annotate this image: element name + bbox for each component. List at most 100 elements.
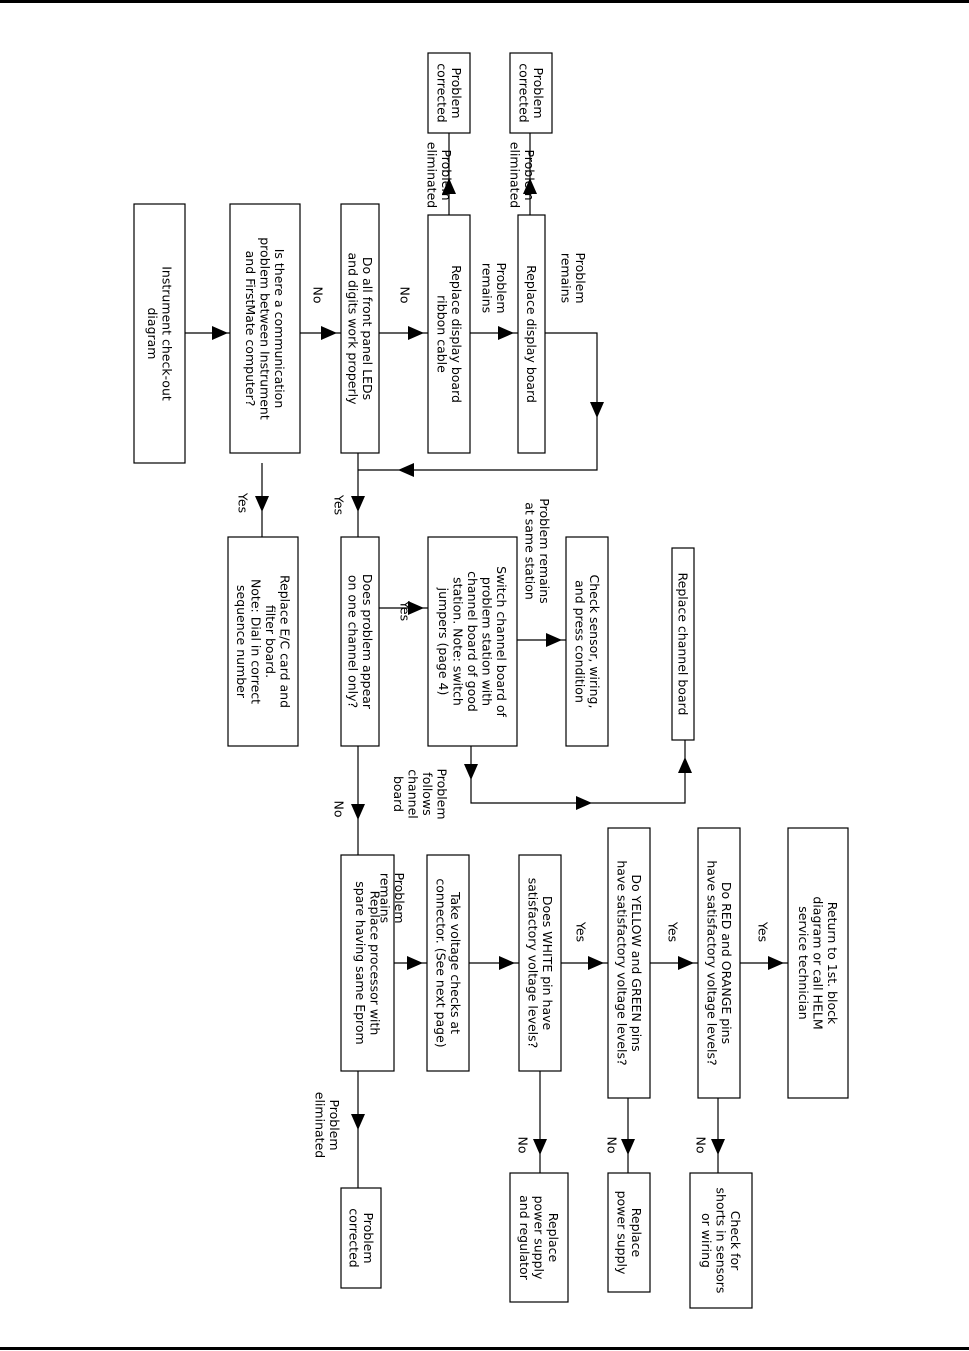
replace-psu-text-line: Replace	[629, 1208, 644, 1258]
white-pin-text: Does WHITE pin havesatisfactory voltage …	[525, 878, 555, 1049]
replace-processor-box	[340, 854, 395, 1072]
replace-eic-text-line: Note: Dial in correct	[248, 579, 263, 704]
remains-2-label: Problemremains	[558, 252, 588, 303]
check-shorts-text-line: or wiring	[699, 1213, 714, 1268]
red-orange-text: Do RED and ORANGE pinshave satisfactory …	[704, 860, 734, 1065]
switch-channel-text-line: channel board of good	[465, 571, 480, 712]
arrow-processor-down	[351, 1114, 365, 1130]
voltage-checks-box	[426, 854, 470, 1072]
problem-corrected-3-text: Problemcorrected	[346, 1208, 376, 1267]
eliminated-1-label-line: eliminated	[424, 142, 439, 208]
return-block-box	[787, 827, 849, 1099]
replace-display-box	[517, 214, 546, 454]
arrow-switch-remains	[546, 633, 562, 647]
eliminated-2-label-line: Problem	[522, 149, 537, 200]
yes-yellow-label: Yes	[666, 921, 681, 942]
remains-2-label-line: Problem	[573, 252, 588, 303]
replace-display-text-line: Replace display board	[524, 265, 539, 403]
arrow-processor-voltage	[407, 956, 423, 970]
check-shorts-text-line: shorts in sensors	[714, 1188, 729, 1294]
follows-channel-label-line: follows	[420, 772, 435, 815]
replace-eic-box	[227, 536, 299, 747]
arrow-ribbon-up	[442, 178, 456, 194]
problem-corrected-1-box	[427, 52, 471, 134]
yellow-green-text-line: Do YELLOW and GREEN pins	[629, 874, 644, 1051]
comm-question-text-line: Is there a communication	[272, 249, 287, 409]
no-red-label: No	[694, 1137, 709, 1154]
problem-corrected-2-text: Problemcorrected	[516, 63, 546, 122]
check-shorts-box	[689, 1172, 753, 1309]
yes-channel-label: Yes	[398, 600, 413, 621]
remains-1-label-line: remains	[479, 263, 494, 313]
check-shorts-text: Check forshorts in sensorsor wiring	[699, 1188, 743, 1294]
arrow-comm-leds	[321, 326, 337, 340]
replace-eic-text-line: Replace E/C card and	[277, 575, 292, 708]
follows-channel-label: Problemfollowschannelboard	[391, 768, 450, 819]
check-sensor-text-line: Check sensor, wiring,	[587, 575, 602, 709]
replace-processor-text-line: Replace processor with	[367, 891, 382, 1036]
leds-question-text: Do all front panel LEDsand digits work p…	[345, 253, 375, 406]
arrow-follows-right	[576, 796, 592, 810]
arrow-leds-ribbon	[408, 326, 424, 340]
remains-1-label-line: Problem	[494, 262, 509, 313]
red-orange-box	[697, 827, 741, 1099]
return-block-text-line: diagram or call HELM	[811, 896, 826, 1029]
arrow-channel-no	[351, 804, 365, 820]
remains-same-station-label-line: Problem remains	[537, 498, 552, 603]
problem-corrected-2-box	[509, 52, 553, 134]
return-block-text: Return to 1st. blockdiagram or call HELM…	[796, 896, 840, 1029]
flow-switch-follows	[470, 740, 686, 804]
replace-display-text: Replace display board	[524, 265, 539, 403]
arrow-red-return	[768, 956, 784, 970]
comm-question-text-line: problem between Instrument	[258, 237, 273, 420]
comm-question-box	[229, 203, 301, 454]
problem-corrected-3-text-line: Problem	[361, 1212, 376, 1263]
check-shorts-text-line: Check for	[728, 1211, 743, 1271]
arrow-ribbon-display	[498, 326, 514, 340]
arrow-display-down	[590, 402, 604, 418]
problem-corrected-3-text-line: corrected	[346, 1208, 361, 1267]
leds-question-text-line: Do all front panel LEDs	[360, 257, 375, 400]
follows-channel-label-line: channel	[405, 769, 420, 818]
arrow-channel-yes	[408, 601, 424, 615]
replace-processor-text-line: spare having same Eprom	[353, 881, 368, 1044]
replace-ribbon-box	[427, 214, 471, 454]
eliminated-2-label-line: eliminated	[507, 142, 522, 208]
replace-eic-text-line: filter board.	[263, 605, 278, 678]
check-sensor-box	[565, 536, 609, 747]
replace-eic-text-line: sequence number	[234, 585, 249, 699]
leds-question-box	[340, 203, 380, 454]
switch-channel-text: Switch channel board ofproblem station w…	[436, 566, 509, 717]
yes-red-label: Yes	[756, 921, 771, 942]
replace-psu-box	[607, 1172, 651, 1293]
replace-eic-text: Replace E/C card andfilter board.Note: D…	[234, 575, 293, 708]
eliminated-3-label-line: Problem	[327, 1099, 342, 1150]
voltage-checks-text: Take voltage checks atconnector. (See ne…	[433, 878, 463, 1047]
one-channel-text-line: Does problem appear	[360, 574, 375, 710]
bottom-rule	[0, 1347, 969, 1350]
problem-corrected-1-text-line: corrected	[434, 63, 449, 122]
replace-ribbon-text: Replace display boardribbon cable	[434, 265, 464, 403]
yes-white-label: Yes	[574, 921, 589, 942]
arrow-title-comm	[212, 326, 228, 340]
remains-same-station-label: Problem remainsat same station	[522, 498, 552, 603]
switch-channel-text-line: jumpers (page 4)	[436, 587, 451, 696]
voltage-checks-text-line: connector. (See next page)	[433, 878, 448, 1047]
arrow-leds-yes	[351, 496, 365, 512]
problem-corrected-2-text-line: Problem	[531, 67, 546, 118]
arrow-display-up	[523, 178, 537, 194]
remains-3-label-line: remains	[377, 873, 392, 923]
eliminated-1-label-line: Problem	[439, 149, 454, 200]
white-pin-box	[518, 854, 562, 1072]
arrow-return-left	[398, 463, 414, 477]
one-channel-text-line: on one channel only?	[345, 575, 360, 708]
white-pin-text-line: satisfactory voltage levels?	[525, 878, 540, 1049]
comm-question-text-line: and FirstMate computer?	[243, 251, 258, 407]
problem-corrected-1-text-line: Problem	[449, 67, 464, 118]
remains-3-label: Problemremains	[377, 872, 407, 923]
voltage-checks-text-line: Take voltage checks at	[448, 891, 463, 1034]
replace-psu-text-line: power supply	[614, 1191, 629, 1275]
